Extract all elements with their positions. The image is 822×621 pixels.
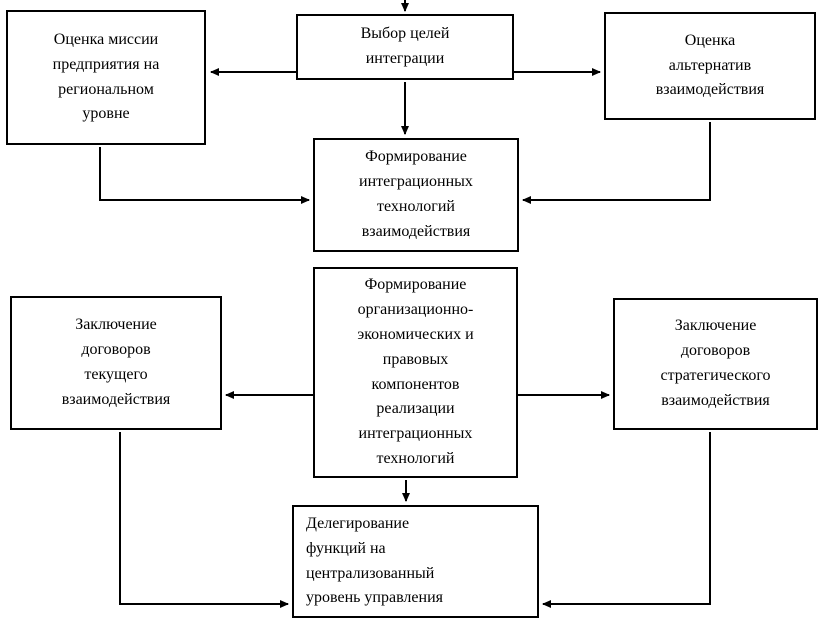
box-alternatives-assessment-label: Оценка альтернатив взаимодействия xyxy=(655,31,765,99)
box-integration-technologies-label: Формирование интеграционных технологий в… xyxy=(359,148,473,240)
box-alternatives-assessment: Оценка альтернатив взаимодействия xyxy=(604,12,816,120)
box-integration-technologies: Формирование интеграционных технологий в… xyxy=(313,138,519,252)
box-mission-assessment: Оценка миссии предприятия на регионально… xyxy=(6,10,206,145)
box-current-contracts-label: Заключение договоров текущего взаимодейс… xyxy=(61,316,171,408)
arrow-strategic-contracts-to-delegation xyxy=(542,432,711,608)
box-mission-assessment-label: Оценка миссии предприятия на регионально… xyxy=(52,30,160,123)
box-integration-goals-label: Выбор целей интеграции xyxy=(360,25,450,67)
arrow-current-contracts-to-delegation xyxy=(119,432,289,608)
box-strategic-contracts-label: Заключение договоров стратегического вза… xyxy=(660,317,771,409)
box-integration-goals: Выбор целей интеграции xyxy=(296,14,514,80)
box-org-econ-components: Формирование организационно- экономическ… xyxy=(313,267,518,478)
box-delegation-label: Делегирование функций на централизованны… xyxy=(306,514,443,607)
arrow-mission-to-formation-tech xyxy=(99,147,310,204)
box-delegation: Делегирование функций на централизованны… xyxy=(292,505,539,618)
arrow-alternatives-to-formation-tech xyxy=(522,122,711,204)
box-strategic-contracts: Заключение договоров стратегического вза… xyxy=(613,298,818,430)
box-org-econ-components-label: Формирование организационно- экономическ… xyxy=(357,276,474,467)
box-current-contracts: Заключение договоров текущего взаимодейс… xyxy=(10,296,222,430)
